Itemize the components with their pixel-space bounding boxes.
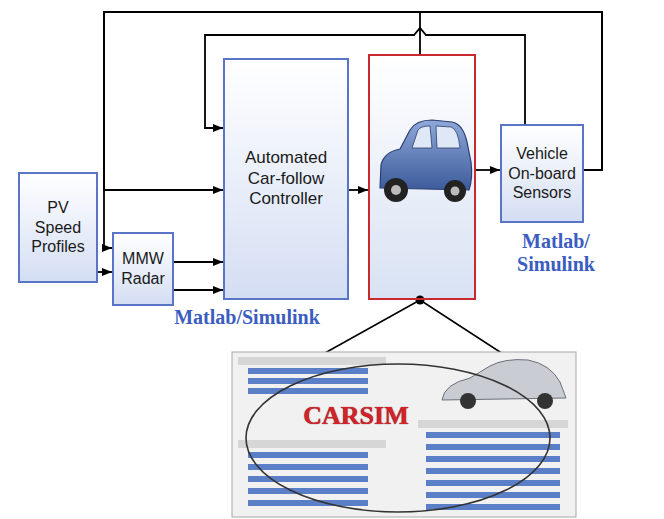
connector-arrow <box>174 289 223 291</box>
car-hub <box>391 185 401 195</box>
panel-field <box>426 480 560 486</box>
vehicle-box <box>368 54 476 300</box>
process-box: PV Speed Profiles <box>18 172 98 283</box>
panel-field <box>248 488 368 494</box>
carsim-screenshot <box>232 352 576 517</box>
panel-field <box>426 504 560 510</box>
box-label: MMW Radar <box>118 249 168 288</box>
car-wheel <box>444 180 466 202</box>
software-label: Matlab/ Simulink <box>515 230 597 276</box>
zoom-ellipse <box>246 364 550 512</box>
panel-field <box>426 456 560 462</box>
car-wheel <box>537 393 553 409</box>
connector-arrow <box>349 189 368 191</box>
screenshot-frame <box>232 352 576 517</box>
panel-field <box>248 476 368 482</box>
car-wheel <box>384 178 408 202</box>
connector-arrow <box>174 261 223 263</box>
car-window <box>412 126 432 148</box>
panel-bar <box>238 357 386 365</box>
car-hub <box>451 187 460 196</box>
car-wheel <box>460 393 476 409</box>
panel-field <box>248 368 368 374</box>
panel-bar <box>238 440 386 448</box>
connector-arrow <box>104 12 602 248</box>
connector-arrow <box>98 271 112 273</box>
panel-field <box>426 468 560 474</box>
box-label: PV Speed Profiles <box>24 198 92 257</box>
panel-field <box>248 464 368 470</box>
panel-field <box>426 444 560 450</box>
tool-label: CARSIM <box>300 401 412 431</box>
process-box: Automated Car-follow Controller <box>223 58 349 300</box>
car-window <box>436 126 460 148</box>
process-box: Vehicle On-board Sensors <box>500 124 584 223</box>
box-label: Vehicle On-board Sensors <box>506 144 578 203</box>
car-icon <box>380 120 472 202</box>
panel-field <box>248 452 368 458</box>
box-label: Automated Car-follow Controller <box>229 148 343 210</box>
vehicle-box-fill <box>369 55 475 299</box>
panel-field <box>248 500 368 506</box>
panel-field <box>426 432 560 438</box>
software-label: Matlab/Simulink <box>150 306 344 329</box>
process-box: MMW Radar <box>112 232 174 306</box>
panel-field <box>248 388 368 394</box>
connector-arrow <box>476 169 500 171</box>
